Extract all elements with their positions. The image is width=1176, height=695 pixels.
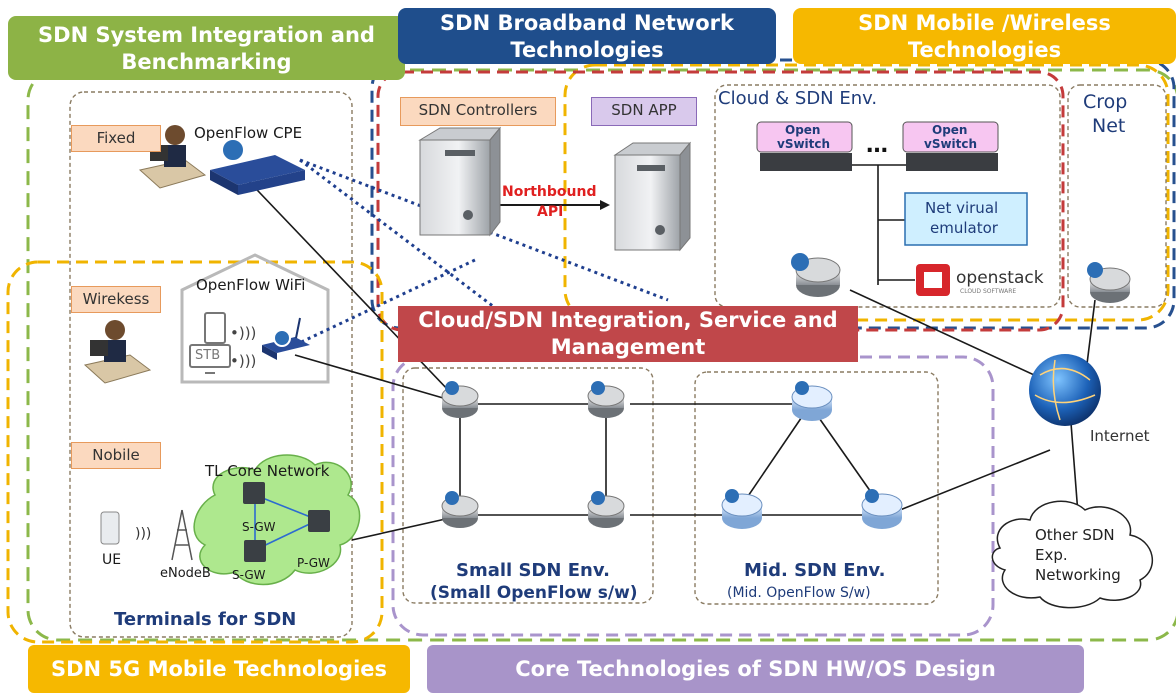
label-ovs-2a: Open: [932, 123, 968, 137]
enodeb-tower-icon: [171, 509, 193, 561]
label-ue: UE: [102, 552, 122, 568]
house-outline: [180, 253, 330, 384]
router-small-1: [441, 381, 479, 418]
network-links: [237, 164, 1096, 541]
net-emulator-box: [904, 192, 1028, 246]
sgw-node-1: [243, 482, 265, 504]
home-devices: [189, 312, 231, 374]
label-api: API: [537, 204, 564, 220]
user-desk-icon-2: [83, 320, 152, 384]
ovs-2: [902, 121, 999, 171]
ellipsis-dots: …: [866, 133, 888, 158]
label-small-env-1: Small SDN Env.: [456, 560, 610, 581]
label-small-env-2: (Small OpenFlow s/w): [430, 583, 638, 603]
router-mid-3: [861, 489, 903, 529]
label-openflow-wifi: OpenFlow WiFi: [196, 276, 306, 294]
label-openstack: openstack: [956, 268, 1044, 288]
label-stb: STB: [195, 348, 221, 363]
label-sgw-1: S-GW: [242, 520, 276, 534]
tag-fixed: Fixed: [71, 125, 161, 152]
controller-server: [418, 126, 502, 237]
terminals-box: [69, 91, 353, 638]
banner-broadband: SDN Broadband Network Technologies: [398, 8, 776, 64]
mobile-5g-region: [6, 260, 384, 644]
tl-core-cloud: [193, 454, 361, 586]
openflow-cpe-icon: [210, 138, 305, 195]
router-mid-2: [721, 489, 763, 529]
router-mid-1: [791, 381, 833, 421]
ue-phone-icon: [100, 511, 120, 545]
stb-icon: [189, 344, 231, 368]
openstack-logo-icon: [916, 264, 950, 296]
label-northbound: Northbound: [502, 184, 597, 200]
banner-core-hw-os: Core Technologies of SDN HW/OS Design: [427, 645, 1084, 693]
wifi-waves: •))) •))): [230, 324, 256, 370]
mobile-wireless-region: [563, 63, 1170, 322]
mid-env-box: [694, 371, 939, 605]
label-openstack-sub: CLOUD SOFTWARE: [960, 288, 1017, 295]
crop-net-box: [1067, 84, 1167, 308]
openflow-wifi-icon: [262, 317, 310, 360]
banner-system-integration: SDN System Integration and Benchmarking: [8, 16, 405, 80]
internet-globe-icon: [1029, 354, 1101, 426]
other-sdn-cloud: [991, 500, 1154, 609]
tablet-icon: [204, 312, 226, 344]
label-net-emulator-2: emulator: [930, 219, 998, 237]
label-mid-env-2: (Mid. OpenFlow S/w): [727, 585, 871, 601]
banner-mobile-wireless: SDN Mobile /Wireless Technologies: [793, 8, 1176, 64]
signal-waves: ))): [135, 526, 151, 542]
pgw-node: [308, 510, 330, 532]
tag-sdn-app: SDN APP: [591, 97, 697, 126]
router-small-3: [441, 491, 479, 528]
label-net: Net: [1092, 115, 1126, 137]
label-terminals: Terminals for SDN: [114, 609, 297, 630]
label-ovs-2b: vSwitch: [924, 137, 978, 151]
banner-cloud-integration: Cloud/SDN Integration, Service and Manag…: [398, 306, 858, 362]
label-internet: Internet: [1090, 427, 1150, 445]
tag-wireless: Wirekess: [71, 286, 161, 313]
label-net-emulator-1: Net virual: [925, 199, 999, 217]
label-sgw-2: S-GW: [232, 568, 266, 582]
label-ovs-1b: vSwitch: [777, 137, 831, 151]
ovs-1: [756, 121, 853, 171]
small-env-routers: [441, 381, 625, 528]
label-ovs-1a: Open: [785, 123, 821, 137]
system-integration-region: [26, 68, 1176, 642]
app-server: [613, 141, 692, 252]
svg-text:•))): •))): [230, 324, 256, 342]
router-small-4: [587, 491, 625, 528]
dotted-link-wifi: [294, 258, 476, 347]
sgw-node-2: [244, 540, 266, 562]
router-small-2: [587, 381, 625, 418]
mid-env-routers: [721, 381, 903, 529]
small-env-box: [402, 367, 654, 604]
label-pgw: P-GW: [297, 556, 330, 570]
router-cloud: [791, 253, 841, 297]
label-crop: Crop: [1083, 91, 1128, 113]
label-openflow-cpe: OpenFlow CPE: [194, 124, 303, 142]
label-other-2: Exp.: [1035, 546, 1068, 564]
label-cloud-env: Cloud & SDN Env.: [718, 88, 878, 109]
label-other-1: Other SDN: [1035, 526, 1115, 544]
tag-sdn-controllers: SDN Controllers: [400, 97, 556, 126]
banner-mobile-5g: SDN 5G Mobile Technologies: [28, 645, 410, 693]
core-nodes: [243, 482, 330, 562]
label-other-3: Networking: [1035, 566, 1121, 584]
label-enodeb: eNodeB: [160, 566, 211, 581]
router-crop-net: [1087, 262, 1131, 303]
user-desk-icon-1: [138, 125, 207, 189]
tag-mobile: Nobile: [71, 442, 161, 469]
svg-text:•))): •))): [230, 352, 256, 370]
label-mid-env-1: Mid. SDN Env.: [744, 560, 886, 581]
label-tl-core: TL Core Network: [205, 462, 330, 480]
